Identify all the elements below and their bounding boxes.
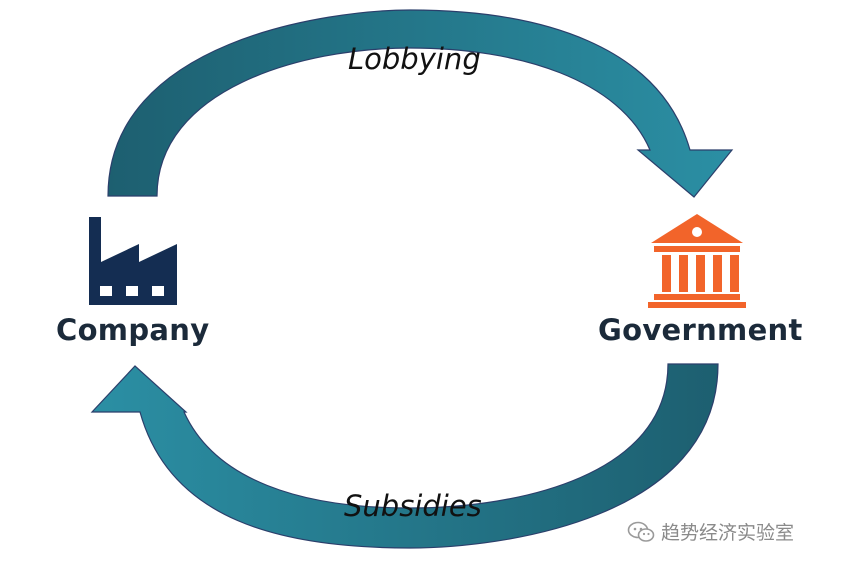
- lobbying-label: Lobbying: [348, 42, 481, 76]
- arrow-subsidies: [90, 363, 719, 549]
- watermark-text: 趋势经济实验室: [661, 522, 795, 544]
- subsidies-label: Subsidies: [344, 489, 482, 523]
- wechat-icon: [627, 521, 655, 542]
- government-building-icon: [648, 214, 746, 308]
- watermark: 趋势经济实验室: [627, 518, 794, 545]
- factory-icon: [89, 217, 177, 305]
- company-label: Company: [56, 313, 210, 347]
- arrow-lobbying: [107, 9, 734, 198]
- government-label: Government: [598, 313, 803, 347]
